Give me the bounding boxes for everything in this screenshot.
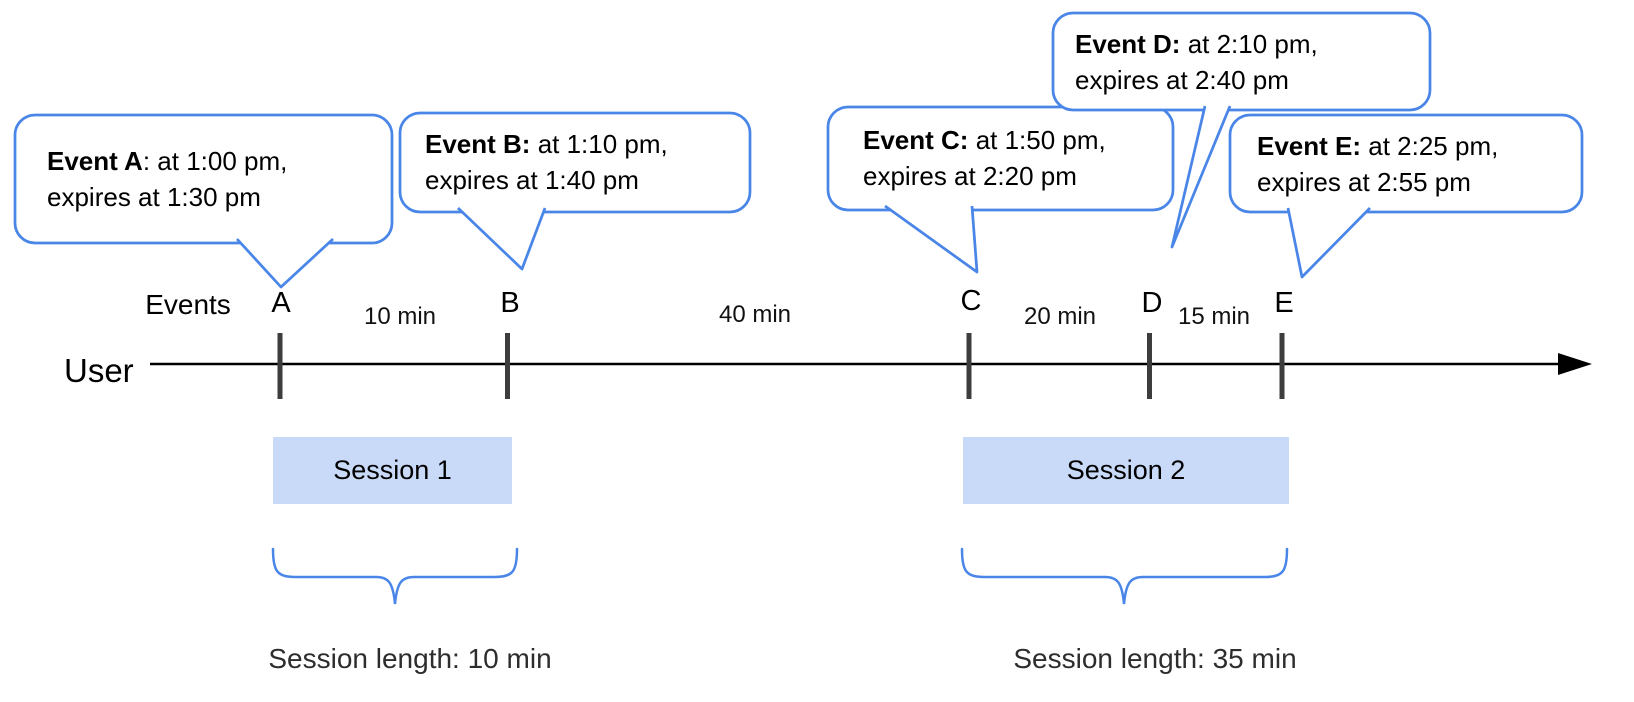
- callout-e-line2: expires at 2:55 pm: [1257, 167, 1471, 197]
- callout-c-line1: Event C: at 1:50 pm,: [863, 122, 1106, 158]
- session-1-brace: [271, 547, 519, 605]
- callout-c-box: [826, 105, 1175, 212]
- callout-bubble-d: [1051, 11, 1432, 249]
- callout-bubble-b: [398, 111, 752, 271]
- callout-text-event-d: Event D: at 2:10 pm, expires at 2:40 pm: [1075, 26, 1318, 98]
- timeline-arrowhead: [1558, 353, 1592, 375]
- callout-d-line1: Event D: at 2:10 pm,: [1075, 26, 1318, 62]
- session-2-brace: [960, 547, 1289, 605]
- interval-label-ab: 10 min: [363, 303, 437, 330]
- callout-b-tail: [457, 207, 547, 271]
- user-axis-label: User: [64, 352, 134, 389]
- callout-b-time: at 1:10 pm,: [530, 129, 668, 159]
- callout-e-box: [1228, 113, 1584, 214]
- callout-bubble-a: [13, 113, 394, 289]
- tick-c: [966, 333, 972, 399]
- callout-a-line1: Event A: at 1:00 pm,: [47, 143, 287, 179]
- tick-a: [277, 333, 283, 399]
- callout-e-title: Event E:: [1257, 131, 1362, 161]
- callout-text-event-a: Event A: at 1:00 pm, expires at 1:30 pm: [47, 143, 287, 215]
- callout-a-title: Event A: [47, 146, 143, 176]
- callout-e-tail: [1286, 207, 1371, 279]
- tick-label-c: C: [960, 285, 982, 317]
- callout-c-tail: [884, 204, 979, 274]
- tick-label-d: D: [1141, 287, 1163, 319]
- tick-label-b: B: [500, 287, 520, 319]
- callout-a-tail: [235, 237, 334, 289]
- callout-c-time: at 1:50 pm,: [968, 125, 1106, 155]
- session-2-length-label: Session length: 35 min: [1013, 643, 1297, 674]
- callout-c-title: Event C:: [863, 125, 969, 155]
- callout-d-time: at 2:10 pm,: [1180, 29, 1318, 59]
- callout-e-line1: Event E: at 2:25 pm,: [1257, 128, 1498, 164]
- callout-d-line2: expires at 2:40 pm: [1075, 65, 1289, 95]
- callout-bubble-c: [826, 105, 1175, 274]
- session-1-bar: [273, 437, 512, 504]
- callout-text-event-b: Event B: at 1:10 pm, expires at 1:40 pm: [425, 126, 668, 198]
- callout-d-title: Event D:: [1075, 29, 1181, 59]
- interval-label-de: 15 min: [1177, 303, 1251, 330]
- callout-d-box: [1051, 11, 1432, 112]
- callout-bubble-e: [1228, 113, 1584, 279]
- tick-d: [1147, 333, 1152, 399]
- callout-a-time: : at 1:00 pm,: [142, 146, 288, 176]
- tick-b: [505, 333, 510, 399]
- tick-label-e: E: [1274, 287, 1294, 319]
- events-header-label: Events: [145, 289, 231, 320]
- callout-b-title: Event B:: [425, 129, 531, 159]
- session-2-label: Session 2: [1066, 455, 1186, 485]
- callout-a-line2: expires at 1:30 pm: [47, 182, 261, 212]
- callout-text-event-e: Event E: at 2:25 pm, expires at 2:55 pm: [1257, 128, 1498, 200]
- callout-b-line1: Event B: at 1:10 pm,: [425, 126, 668, 162]
- interval-label-cd: 20 min: [1023, 303, 1097, 330]
- tick-e: [1279, 333, 1285, 399]
- session-1-length-label: Session length: 10 min: [268, 643, 552, 674]
- tick-label-a: A: [271, 287, 291, 319]
- callout-e-time: at 2:25 pm,: [1361, 131, 1499, 161]
- session-2-bar: [963, 437, 1289, 504]
- callout-a-box: [13, 113, 394, 245]
- callout-d-tail: [1170, 105, 1232, 249]
- callout-c-line2: expires at 2:20 pm: [863, 161, 1077, 191]
- interval-label-bc: 40 min: [718, 301, 792, 328]
- session-1-label: Session 1: [333, 455, 452, 485]
- callout-text-event-c: Event C: at 1:50 pm, expires at 2:20 pm: [863, 122, 1106, 194]
- callout-b-box: [398, 111, 752, 214]
- callout-b-line2: expires at 1:40 pm: [425, 165, 639, 195]
